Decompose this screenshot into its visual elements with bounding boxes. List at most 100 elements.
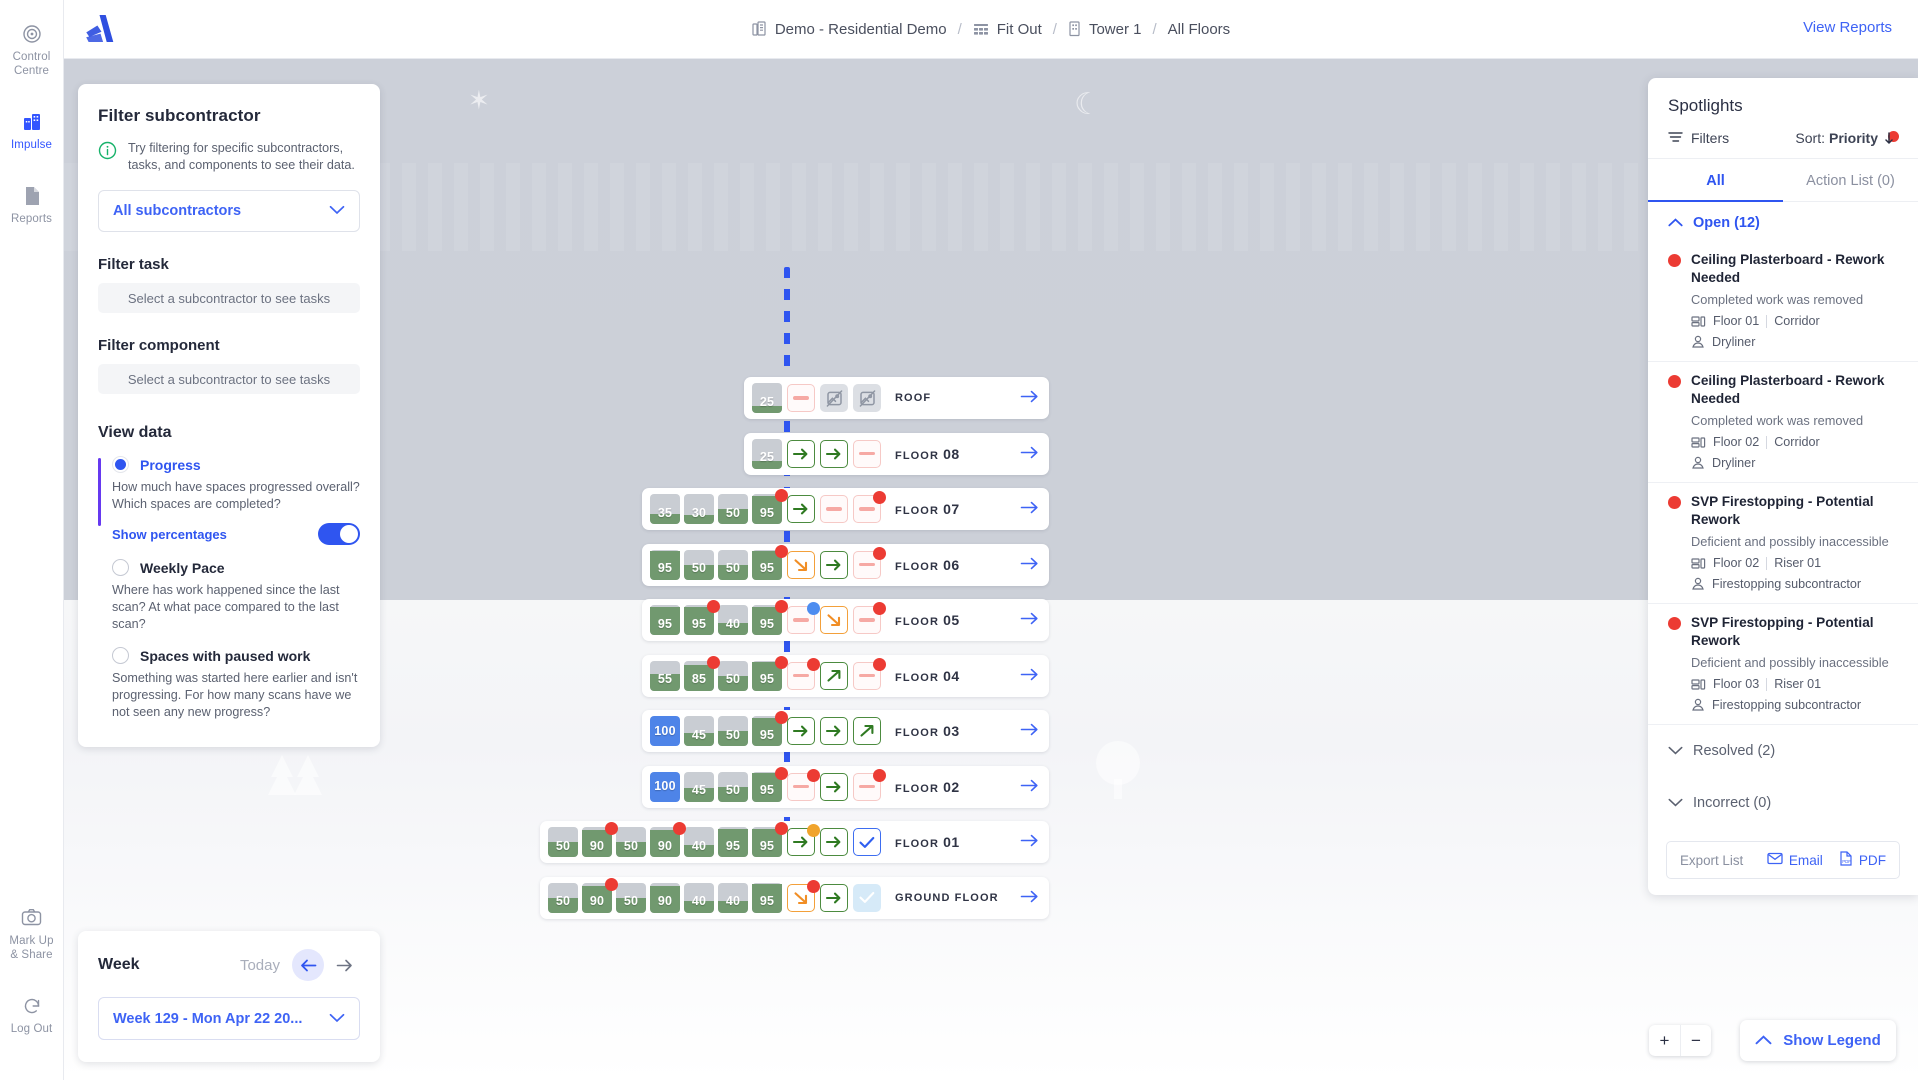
- view-option-progress[interactable]: Progress How much have spaces progressed…: [98, 456, 360, 545]
- progress-cell[interactable]: 95: [752, 655, 788, 691]
- spotlights-list[interactable]: Open (12) Ceiling Plasterboard - Rework …: [1648, 202, 1918, 829]
- status-flag-dot[interactable]: [807, 879, 820, 893]
- floor-detail-arrow-icon[interactable]: [1002, 777, 1039, 797]
- status-icon-arrow-up-right[interactable]: [853, 717, 881, 745]
- floor-detail-arrow-icon[interactable]: [1002, 666, 1039, 686]
- breadcrumb-item-floors[interactable]: All Floors: [1168, 21, 1231, 38]
- view-option-paused-work[interactable]: Spaces with paused work Something was st…: [98, 647, 360, 721]
- view-option-weekly-pace[interactable]: Weekly Pace Where has work happened sinc…: [98, 559, 360, 633]
- progress-cell[interactable]: 35: [650, 494, 680, 524]
- status-flag-dot[interactable]: [775, 489, 788, 502]
- progress-cell[interactable]: 95: [650, 605, 680, 635]
- progress-cell[interactable]: 90: [582, 822, 618, 857]
- status-icon-arrow-down-right[interactable]: [787, 550, 815, 579]
- progress-cell[interactable]: 50: [548, 882, 578, 913]
- breadcrumb-item-project[interactable]: Demo - Residential Demo: [752, 21, 947, 38]
- progress-cell[interactable]: 40: [684, 882, 714, 913]
- status-icon-dash[interactable]: [853, 439, 881, 468]
- progress-cell[interactable]: 95: [752, 600, 788, 635]
- status-flag-dot[interactable]: [807, 768, 820, 782]
- status-flag-dot[interactable]: [873, 768, 886, 782]
- spotlights-filters-button[interactable]: Filters: [1668, 130, 1729, 146]
- progress-cell[interactable]: 50: [718, 771, 748, 802]
- zoom-out-button[interactable]: −: [1680, 1025, 1711, 1056]
- progress-cell[interactable]: 95: [684, 600, 720, 635]
- status-flag-dot[interactable]: [775, 711, 788, 724]
- radio-progress[interactable]: [112, 456, 129, 473]
- radio-weekly-pace[interactable]: [112, 559, 129, 576]
- floor-detail-arrow-icon[interactable]: [1002, 444, 1039, 464]
- status-icon-arrow-down-right[interactable]: [787, 879, 820, 912]
- subcontractor-select[interactable]: All subcontractors: [98, 190, 360, 232]
- progress-cell[interactable]: 40: [718, 882, 748, 913]
- progress-cell[interactable]: 90: [582, 877, 618, 913]
- filter-task-input[interactable]: Select a subcontractor to see tasks: [98, 283, 360, 313]
- status-icon-dash[interactable]: [853, 657, 886, 690]
- status-icon-arrow-right[interactable]: [820, 439, 848, 468]
- status-icon-dash[interactable]: [853, 768, 886, 801]
- breadcrumb-item-phase[interactable]: Fit Out: [973, 21, 1042, 38]
- next-week-button[interactable]: [328, 949, 360, 981]
- progress-cell[interactable]: 95: [718, 827, 748, 857]
- progress-cell[interactable]: 95: [752, 711, 788, 746]
- status-icon-arrow-right[interactable]: [787, 824, 820, 856]
- status-icon-dash[interactable]: [787, 657, 820, 690]
- progress-cell[interactable]: 95: [752, 822, 788, 857]
- app-logo[interactable]: [82, 15, 142, 43]
- status-icon-check[interactable]: [853, 883, 881, 912]
- spotlights-sort-button[interactable]: Sort: Priority: [1795, 130, 1899, 146]
- progress-cell[interactable]: 50: [616, 882, 646, 913]
- status-flag-dot[interactable]: [775, 655, 788, 669]
- status-flag-dot[interactable]: [873, 491, 886, 504]
- status-icon-dash[interactable]: [853, 602, 886, 634]
- progress-cell[interactable]: 50: [684, 549, 714, 580]
- progress-cell[interactable]: 50: [718, 494, 748, 524]
- status-icon-dash[interactable]: [787, 768, 820, 801]
- tab-all[interactable]: All: [1648, 159, 1783, 202]
- status-flag-dot[interactable]: [605, 877, 618, 891]
- status-icon-dash[interactable]: [820, 495, 848, 523]
- status-icon-arrow-right[interactable]: [820, 828, 848, 856]
- filter-component-input[interactable]: Select a subcontractor to see tasks: [98, 364, 360, 394]
- progress-cell[interactable]: 95: [752, 882, 782, 913]
- status-icon-arrow-right[interactable]: [787, 439, 815, 468]
- progress-cell[interactable]: 40: [684, 827, 714, 857]
- progress-cell[interactable]: 30: [684, 494, 714, 524]
- tab-action-list[interactable]: Action List (0): [1806, 173, 1895, 189]
- progress-cell[interactable]: 55: [650, 660, 680, 691]
- floor-detail-arrow-icon[interactable]: [1002, 832, 1039, 852]
- status-icon-check[interactable]: [853, 828, 881, 856]
- view-reports-link[interactable]: View Reports: [1803, 19, 1892, 36]
- status-flag-dot[interactable]: [873, 546, 886, 560]
- status-flag-dot[interactable]: [775, 766, 788, 780]
- floor-detail-arrow-icon[interactable]: [1002, 888, 1039, 908]
- status-icon-dash[interactable]: [853, 546, 886, 579]
- sidebar-item-log-out[interactable]: Log Out: [0, 986, 64, 1062]
- status-flag-dot[interactable]: [707, 600, 720, 613]
- progress-cell[interactable]: 50: [718, 716, 748, 746]
- progress-cell[interactable]: 90: [650, 882, 680, 913]
- status-flag-dot[interactable]: [673, 822, 686, 835]
- show-legend-button[interactable]: Show Legend: [1740, 1020, 1896, 1061]
- status-flag-dot[interactable]: [807, 602, 820, 615]
- floor-detail-arrow-icon[interactable]: [1002, 610, 1039, 630]
- prev-week-button[interactable]: [292, 949, 324, 981]
- show-percentages-toggle[interactable]: [318, 523, 360, 545]
- spotlights-group-resolved[interactable]: Resolved (2): [1648, 725, 1918, 777]
- status-icon-dash[interactable]: [787, 602, 820, 634]
- status-icon-arrow-right[interactable]: [787, 495, 815, 523]
- floor-detail-arrow-icon[interactable]: [1002, 388, 1039, 408]
- breadcrumb-item-tower[interactable]: Tower 1: [1068, 21, 1141, 38]
- status-icon-arrow-right[interactable]: [820, 772, 848, 801]
